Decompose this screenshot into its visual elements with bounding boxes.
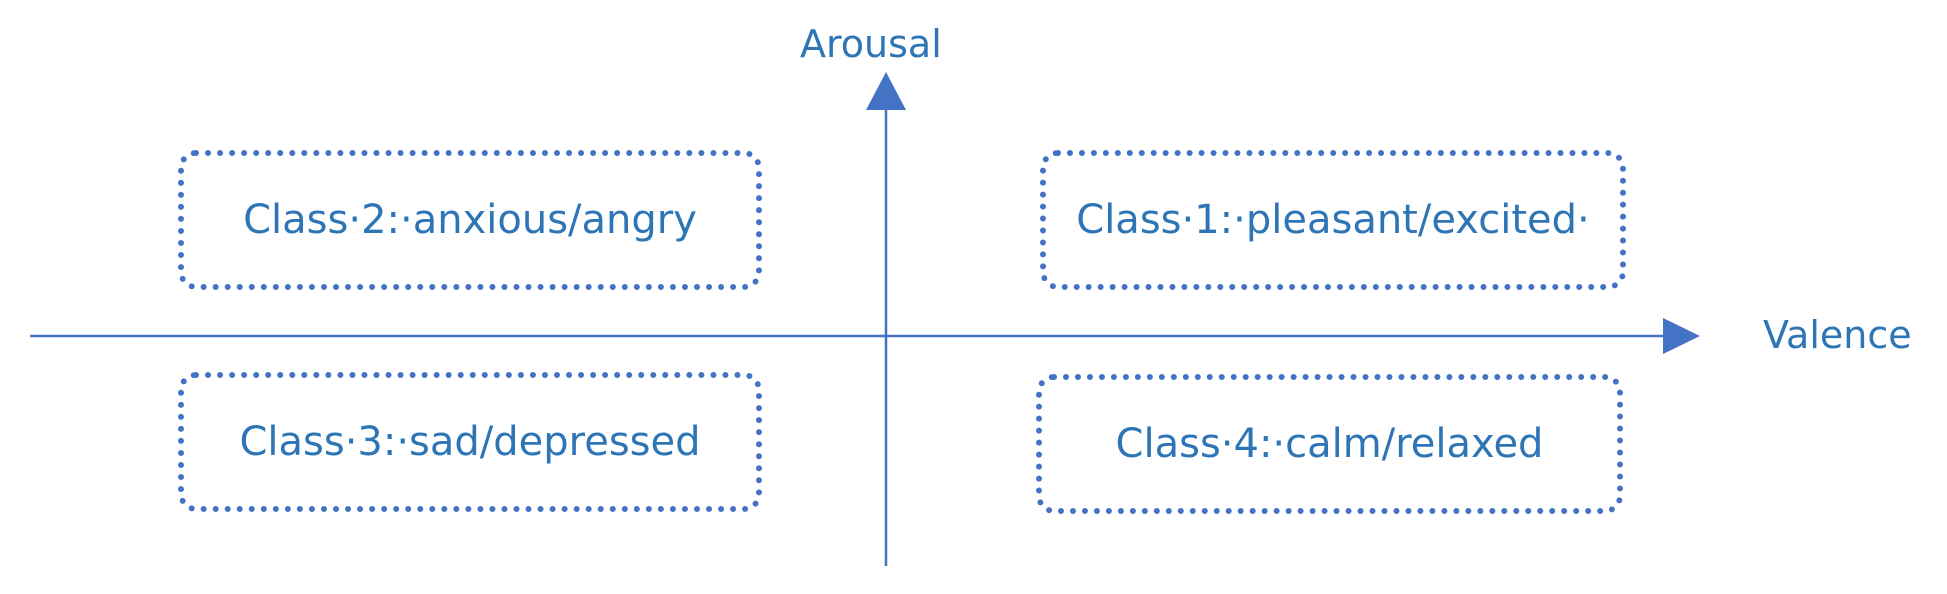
class-2-box: Class·2:·anxious/angry (178, 150, 762, 290)
class-2-label: Class·2:·anxious/angry (243, 197, 697, 243)
class-3-label: Class·3:·sad/depressed (239, 419, 701, 465)
class-4-label: Class·4:·calm/relaxed (1115, 421, 1544, 467)
valence-axis-arrowhead (1663, 318, 1700, 354)
valence-axis-label: Valence (1763, 313, 1912, 357)
arousal-axis-arrowhead (866, 72, 906, 110)
arousal-axis-label: Arousal (800, 22, 942, 66)
class-1-box: Class·1:·pleasant/excited· (1040, 150, 1626, 290)
class-4-box: Class·4:·calm/relaxed (1036, 374, 1623, 514)
class-1-label: Class·1:·pleasant/excited· (1076, 197, 1590, 243)
class-3-box: Class·3:·sad/depressed (178, 372, 762, 512)
